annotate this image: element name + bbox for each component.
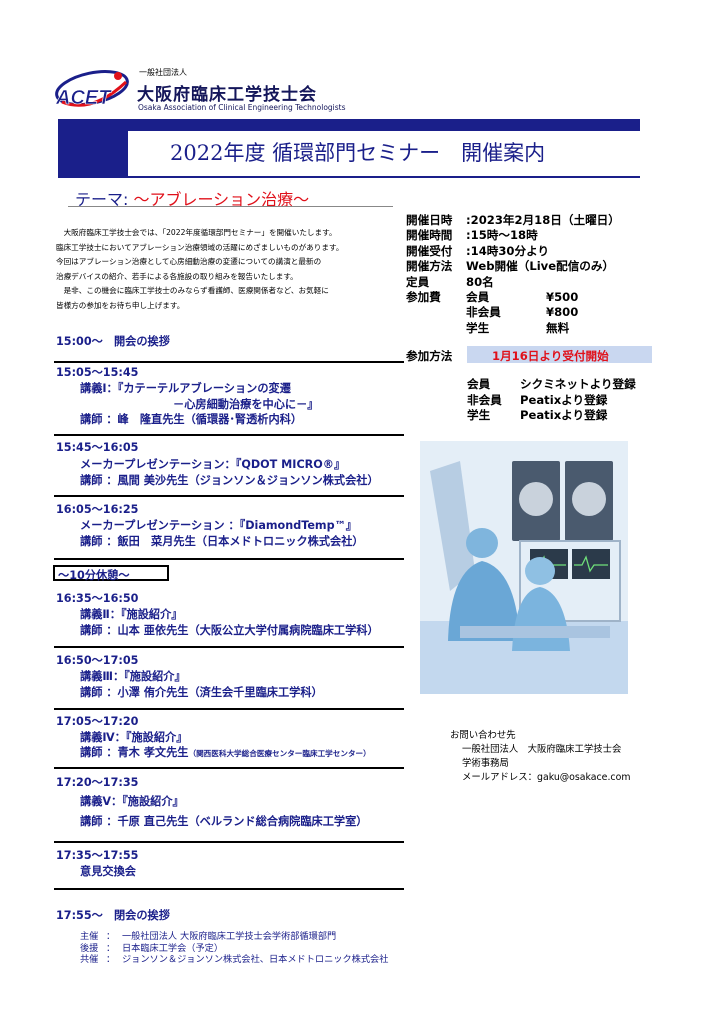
session-lecturer: 講師 ：千原 直己先生（ベルランド総合病院臨床工学室） (80, 815, 368, 828)
break-box (53, 565, 169, 581)
info-date: 開催日時:2023年2月18日（土曜日） (406, 213, 620, 227)
footer-row: 共催：ジョンソン＆ジョンソン株式会社、日本メドトロニック株式会社 (80, 954, 389, 965)
contact-block: お問い合わせ先 一般社団法人 大阪府臨床工学技士会 学術事務局 メールアドレス：… (450, 729, 630, 785)
intro-line: 臨床工学技士においてアブレーション治療領域の活躍にめざましいものがあります。 (56, 242, 344, 252)
header-block (58, 131, 128, 178)
reg-member: 会員シクミネットより登録 (467, 377, 636, 391)
session-title: 講義Ⅳ：『施設紹介』 (80, 731, 188, 744)
session-lecturer: 講師 ：青木 孝文先生（関西医科大学総合医療センター臨床工学センター） (80, 744, 371, 760)
info-time: 開催時間:15時～18時 (406, 228, 538, 243)
info-fee-nonmember: 非会員¥800 (466, 305, 579, 320)
session-title: メーカープレゼンテーション：『QDOT MICRO®』 (80, 458, 346, 471)
session-title: 講義Ⅲ：『施設紹介』 (80, 670, 186, 683)
divider (54, 434, 404, 436)
divider (54, 495, 404, 497)
divider (54, 767, 404, 769)
apply-label: 参加方法 (406, 349, 453, 363)
session-time: 15:05～15:45 (56, 366, 139, 379)
session-time: 15:45～16:05 (56, 441, 139, 454)
org-type: 一般社団法人 (139, 68, 187, 77)
session-time: 16:35～16:50 (56, 592, 139, 605)
contact-email[interactable]: メールアドレス：gaku@osakace.com (462, 772, 631, 783)
footer-row: 主催：一般社団法人 大阪府臨床工学技士会学術部循環部門 (80, 931, 337, 942)
footer-credits: 主催：一般社団法人 大阪府臨床工学技士会学術部循環部門 後援：日本臨床工学会（予… (80, 931, 388, 966)
logo-text: ACET (55, 87, 112, 109)
theme-value: ～アブレーション治療～ (133, 190, 310, 209)
lecturer-affiliation: （関西医科大学総合医療センター臨床工学センター） (188, 749, 371, 758)
seminar-title: 2022年度 循環部門セミナー 開催案内 (170, 141, 546, 165)
org-name-en: Osaka Association of Clinical Engineerin… (138, 103, 346, 112)
theme-rule (68, 206, 393, 207)
session-lecturer: 講師 ：峰 隆直先生（循環器･腎透析内科） (80, 413, 303, 426)
intro-text: 大阪府臨床工学技士会では、「2022年度循環部門セミナー」を開催いたします。 臨… (56, 226, 398, 314)
intro-line: 皆様方の参加をお待ち申し上げます。 (56, 300, 185, 310)
apply-value: 1月16日より受付開始 (492, 349, 609, 363)
session-title: 講義Ⅰ：『カテーテルアブレーションの変遷 (80, 382, 291, 395)
divider (54, 888, 404, 890)
divider (54, 361, 404, 363)
acet-logo: ACET (55, 70, 129, 109)
title-rule (128, 176, 640, 178)
event-info: 開催日時:2023年2月18日（土曜日） 開催時間:15時～18時 開催受付:1… (406, 213, 620, 336)
session-title: 講義Ⅱ：『施設紹介』 (80, 608, 183, 621)
header-bar (58, 119, 640, 131)
break-label: ～10分休憩～ (58, 569, 130, 582)
session-title: 意見交換会 (80, 865, 136, 878)
theme-label: テーマ: (75, 190, 129, 209)
program-opening: 15:00～ 開会の挨拶 (56, 335, 170, 348)
divider (54, 841, 404, 843)
intro-line: 大阪府臨床工学技士会では、「2022年度循環部門セミナー」を開催いたします。 (56, 228, 337, 237)
contact-title: お問い合わせ先 (450, 730, 516, 741)
apply-highlight (467, 346, 652, 363)
intro-line: 是非、この機会に臨床工学技士のみならず看護師、医療関係者など、お気軽に (56, 286, 329, 296)
lecturer-name: 講師 ：青木 孝文先生 (80, 746, 189, 759)
session-time: 17:35～17:55 (56, 849, 139, 862)
intro-line: 今回はアブレーション治療として心房細動治療の変遷についての講演と最新の (56, 257, 322, 267)
org-name: 大阪府臨床工学技士会 (137, 85, 317, 105)
divider (54, 646, 404, 648)
info-reception: 開催受付:14時30分より (406, 243, 550, 258)
theme-line: テーマ: ～アブレーション治療～ (75, 186, 309, 210)
session-lecturer: 講師 ：飯田 菜月先生（日本メドトロニック株式会社） (80, 535, 364, 548)
session-time: 17:20～17:35 (56, 776, 139, 789)
session-lecturer: 講師 ：風間 美沙先生（ジョンソン＆ジョンソン株式会社） (80, 474, 379, 487)
contact-org: 一般社団法人 大阪府臨床工学技士会 (462, 744, 622, 755)
program-closing: 17:55～ 閉会の挨拶 (56, 909, 170, 922)
divider (54, 708, 404, 710)
session-subtitle: －心房細動治療を中心に－』 (173, 398, 319, 411)
divider (54, 558, 404, 560)
session-title: 講義Ⅴ：『施設紹介』 (80, 795, 184, 808)
session-time: 17:05～17:20 (56, 715, 139, 728)
session-time: 16:50～17:05 (56, 654, 139, 667)
contact-dept: 学術事務局 (462, 758, 509, 769)
session-title: メーカープレゼンテーション ：『DiamondTemp™』 (80, 519, 357, 532)
footer-row: 後援：日本臨床工学会（予定） (80, 942, 224, 954)
intro-line: 治療デバイスの紹介、若手による各施設の取り組みを報告いたします。 (56, 271, 298, 281)
catheter-lab-illustration (420, 441, 628, 694)
session-lecturer: 講師 ：山本 亜依先生（大阪公立大学付属病院臨床工学科） (80, 624, 379, 637)
session-lecturer: 講師 ：小澤 侑介先生（済生会千里臨床工学科） (80, 686, 323, 699)
info-fee-student: 学生無料 (466, 320, 570, 335)
session-time: 16:05～16:25 (56, 503, 139, 516)
info-fee-member: 参加費会員¥500 (406, 289, 579, 304)
